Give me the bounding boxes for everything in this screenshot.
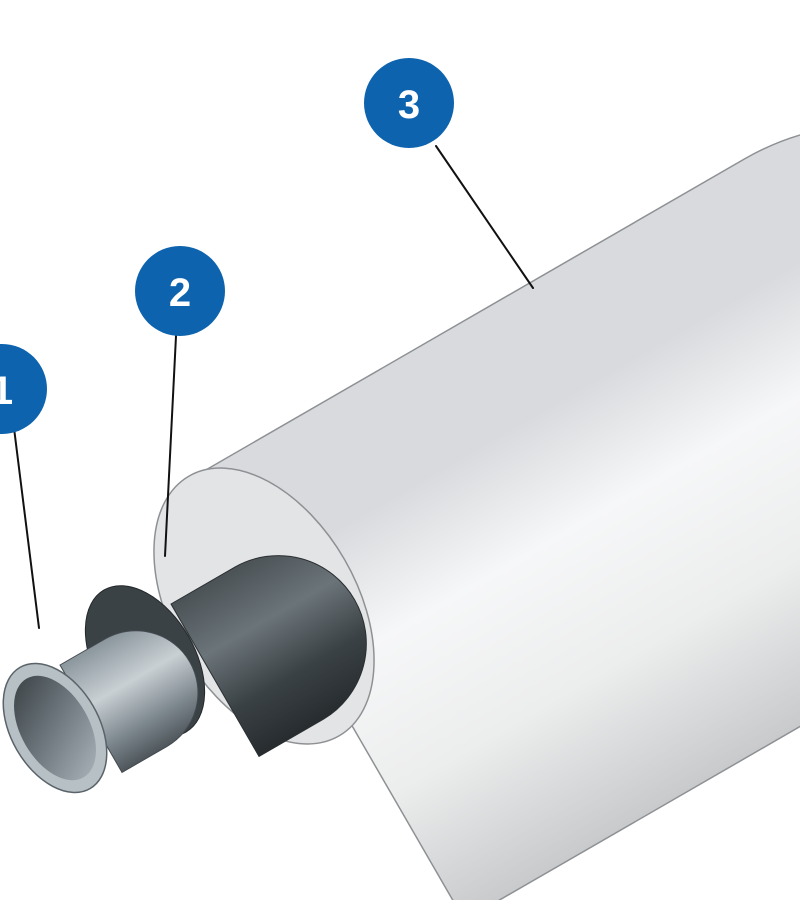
callout-2: 2 [135, 246, 225, 336]
leader-lines [13, 145, 534, 629]
inner-pipe [2, 630, 199, 794]
callout-3-label: 3 [398, 83, 420, 127]
callout-2-marker [135, 246, 225, 336]
leader-line-1 [13, 427, 40, 629]
leader-line-3 [435, 145, 534, 289]
callout-3: 3 [364, 58, 454, 148]
callout-2-label: 2 [169, 271, 191, 315]
inner-pipe-body [59, 630, 199, 774]
callout-1-marker [0, 344, 47, 434]
middle-layer-body [170, 555, 367, 758]
inner-pipe-bore [14, 675, 96, 781]
callout-1-label: 1 [0, 369, 13, 413]
outer-jacket-layer [153, 134, 800, 900]
callout-1: 1 [0, 344, 47, 434]
leader-line-2 [164, 335, 177, 557]
callout-3-marker [364, 58, 454, 148]
